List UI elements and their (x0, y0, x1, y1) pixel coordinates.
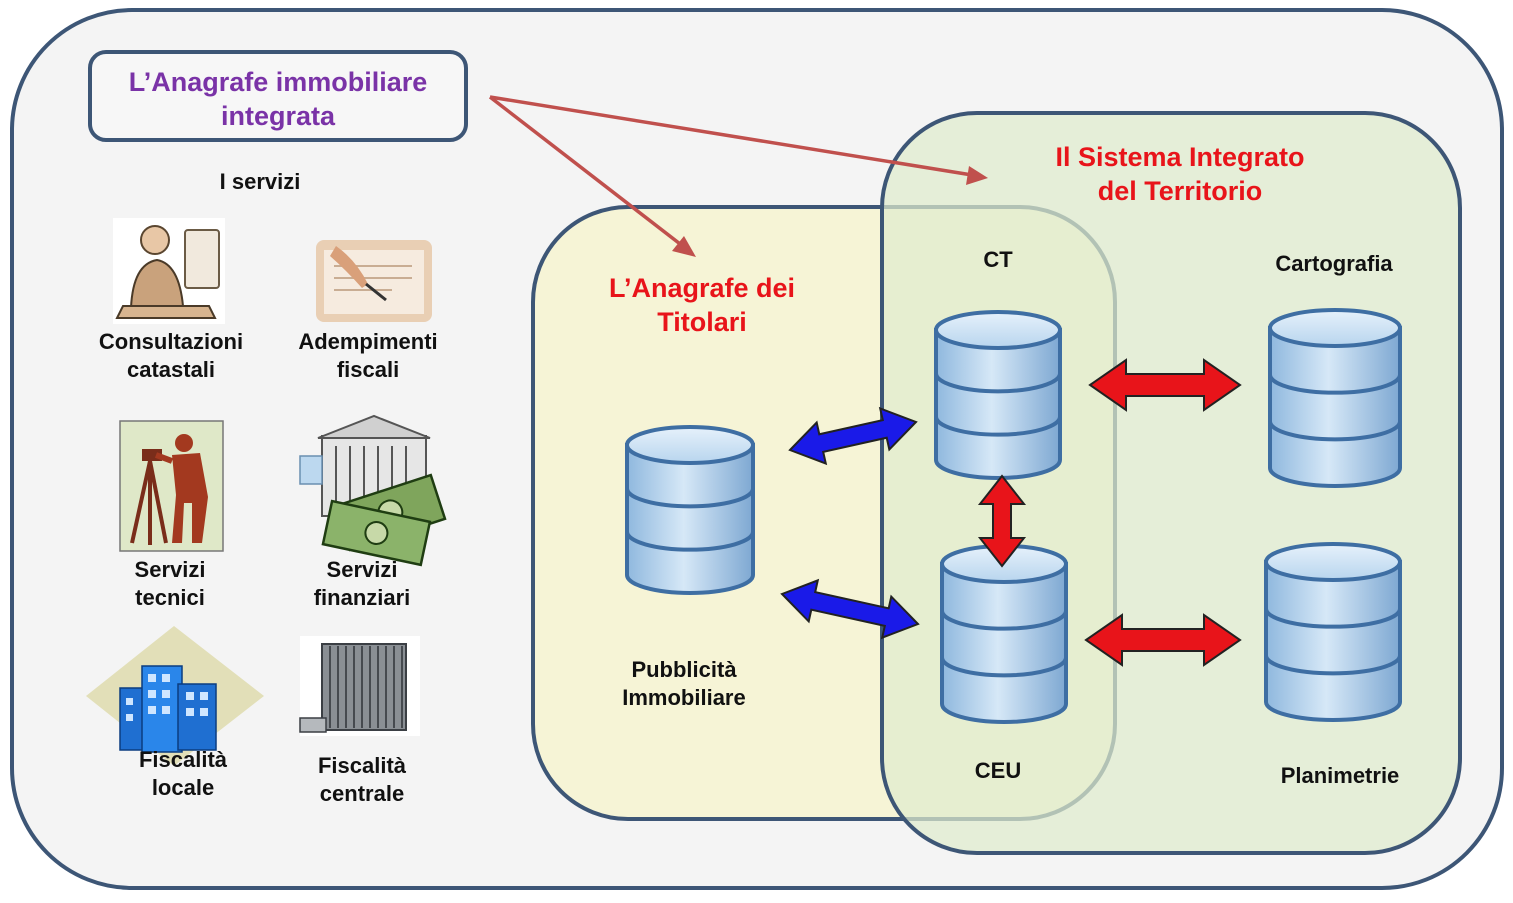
surveyor-with-theodolite-icon (119, 420, 224, 552)
service-label-fiscalita-locale: Fiscalità locale (138, 747, 228, 800)
database-planimetrie (1264, 542, 1402, 722)
person-at-computer-icon (113, 218, 225, 324)
diagram-title: L’Anagrafe immobiliare integrata (128, 67, 428, 131)
service-label-servizi-finanziari: Servizi finanziari (313, 557, 411, 610)
arrow-group (780, 358, 1242, 667)
arrow-ceu-planimetrie (1084, 613, 1242, 667)
database-cartografia (1268, 308, 1402, 488)
service-label-adempimenti: Adempimenti fiscali (298, 329, 438, 382)
pointer-arrows (488, 95, 988, 257)
db-label-cartografia: Cartografia (1275, 251, 1393, 276)
database-ceu (940, 544, 1068, 724)
db-label-ceu: CEU (974, 758, 1022, 783)
title-box: L’Anagrafe immobiliare integrata (88, 50, 468, 142)
sistema-integrato-heading: Il Sistema Integrato del Territorio (1055, 142, 1305, 206)
arrow-ct-ceu (977, 474, 1027, 568)
database-pubblicita (625, 425, 755, 595)
db-label-planimetrie: Planimetrie (1280, 763, 1400, 788)
bank-and-money-icon (299, 414, 447, 567)
blue-office-buildings-icon (86, 626, 264, 766)
db-label-ct: CT (983, 247, 1013, 272)
arrow-pubblicita-ct (788, 406, 918, 466)
tall-government-building-icon (299, 636, 420, 736)
service-label-servizi-tecnici: Servizi tecnici (134, 557, 206, 610)
service-label-consultazioni: Consultazioni catastali (98, 329, 244, 382)
service-label-fiscalita-centrale: Fiscalità centrale (317, 753, 407, 806)
arrow-ct-cartografia (1088, 358, 1242, 412)
arrow-pubblicita-ceu (780, 578, 920, 640)
services-heading: I servizi (219, 169, 301, 194)
db-label-pubblicita: Pubblicità Immobiliare (622, 657, 746, 710)
anagrafe-titolari-heading: L’Anagrafe dei Titolari (608, 273, 796, 337)
hand-signing-document-icon (316, 240, 432, 322)
database-ct (934, 310, 1062, 480)
